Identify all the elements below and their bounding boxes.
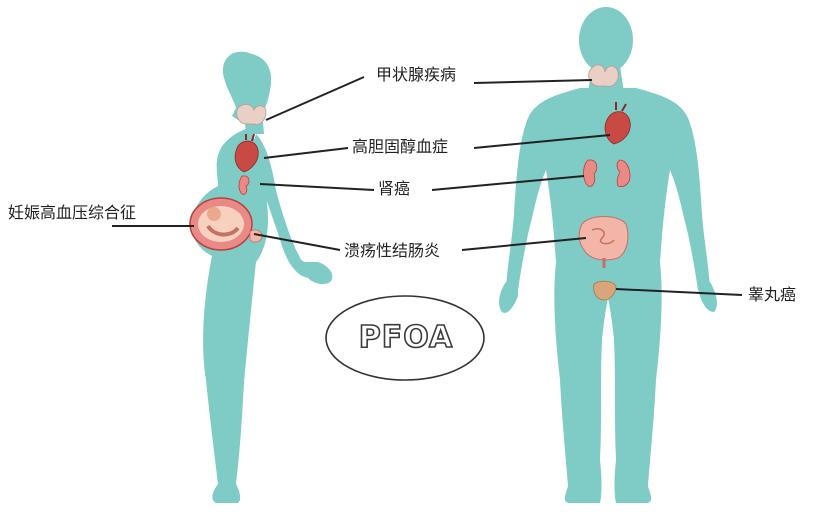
label-thyroid-disease: 甲状腺疾病 — [376, 66, 456, 84]
male-thyroid-organ — [589, 65, 619, 86]
label-kidney-cancer: 肾癌 — [378, 180, 410, 198]
label-testicular-cancer: 睾丸癌 — [748, 286, 796, 304]
label-pregnancy-hypertension: 妊娠高血压综合征 — [8, 204, 136, 222]
label-ulcerative-colitis: 溃疡性结肠炎 — [344, 242, 440, 260]
label-high-cholesterol: 高胆固醇血症 — [352, 138, 448, 156]
uterus-fetus-organ — [190, 198, 252, 250]
pfoa-label: PFOA — [331, 318, 481, 358]
female-thyroid-organ — [237, 104, 266, 124]
